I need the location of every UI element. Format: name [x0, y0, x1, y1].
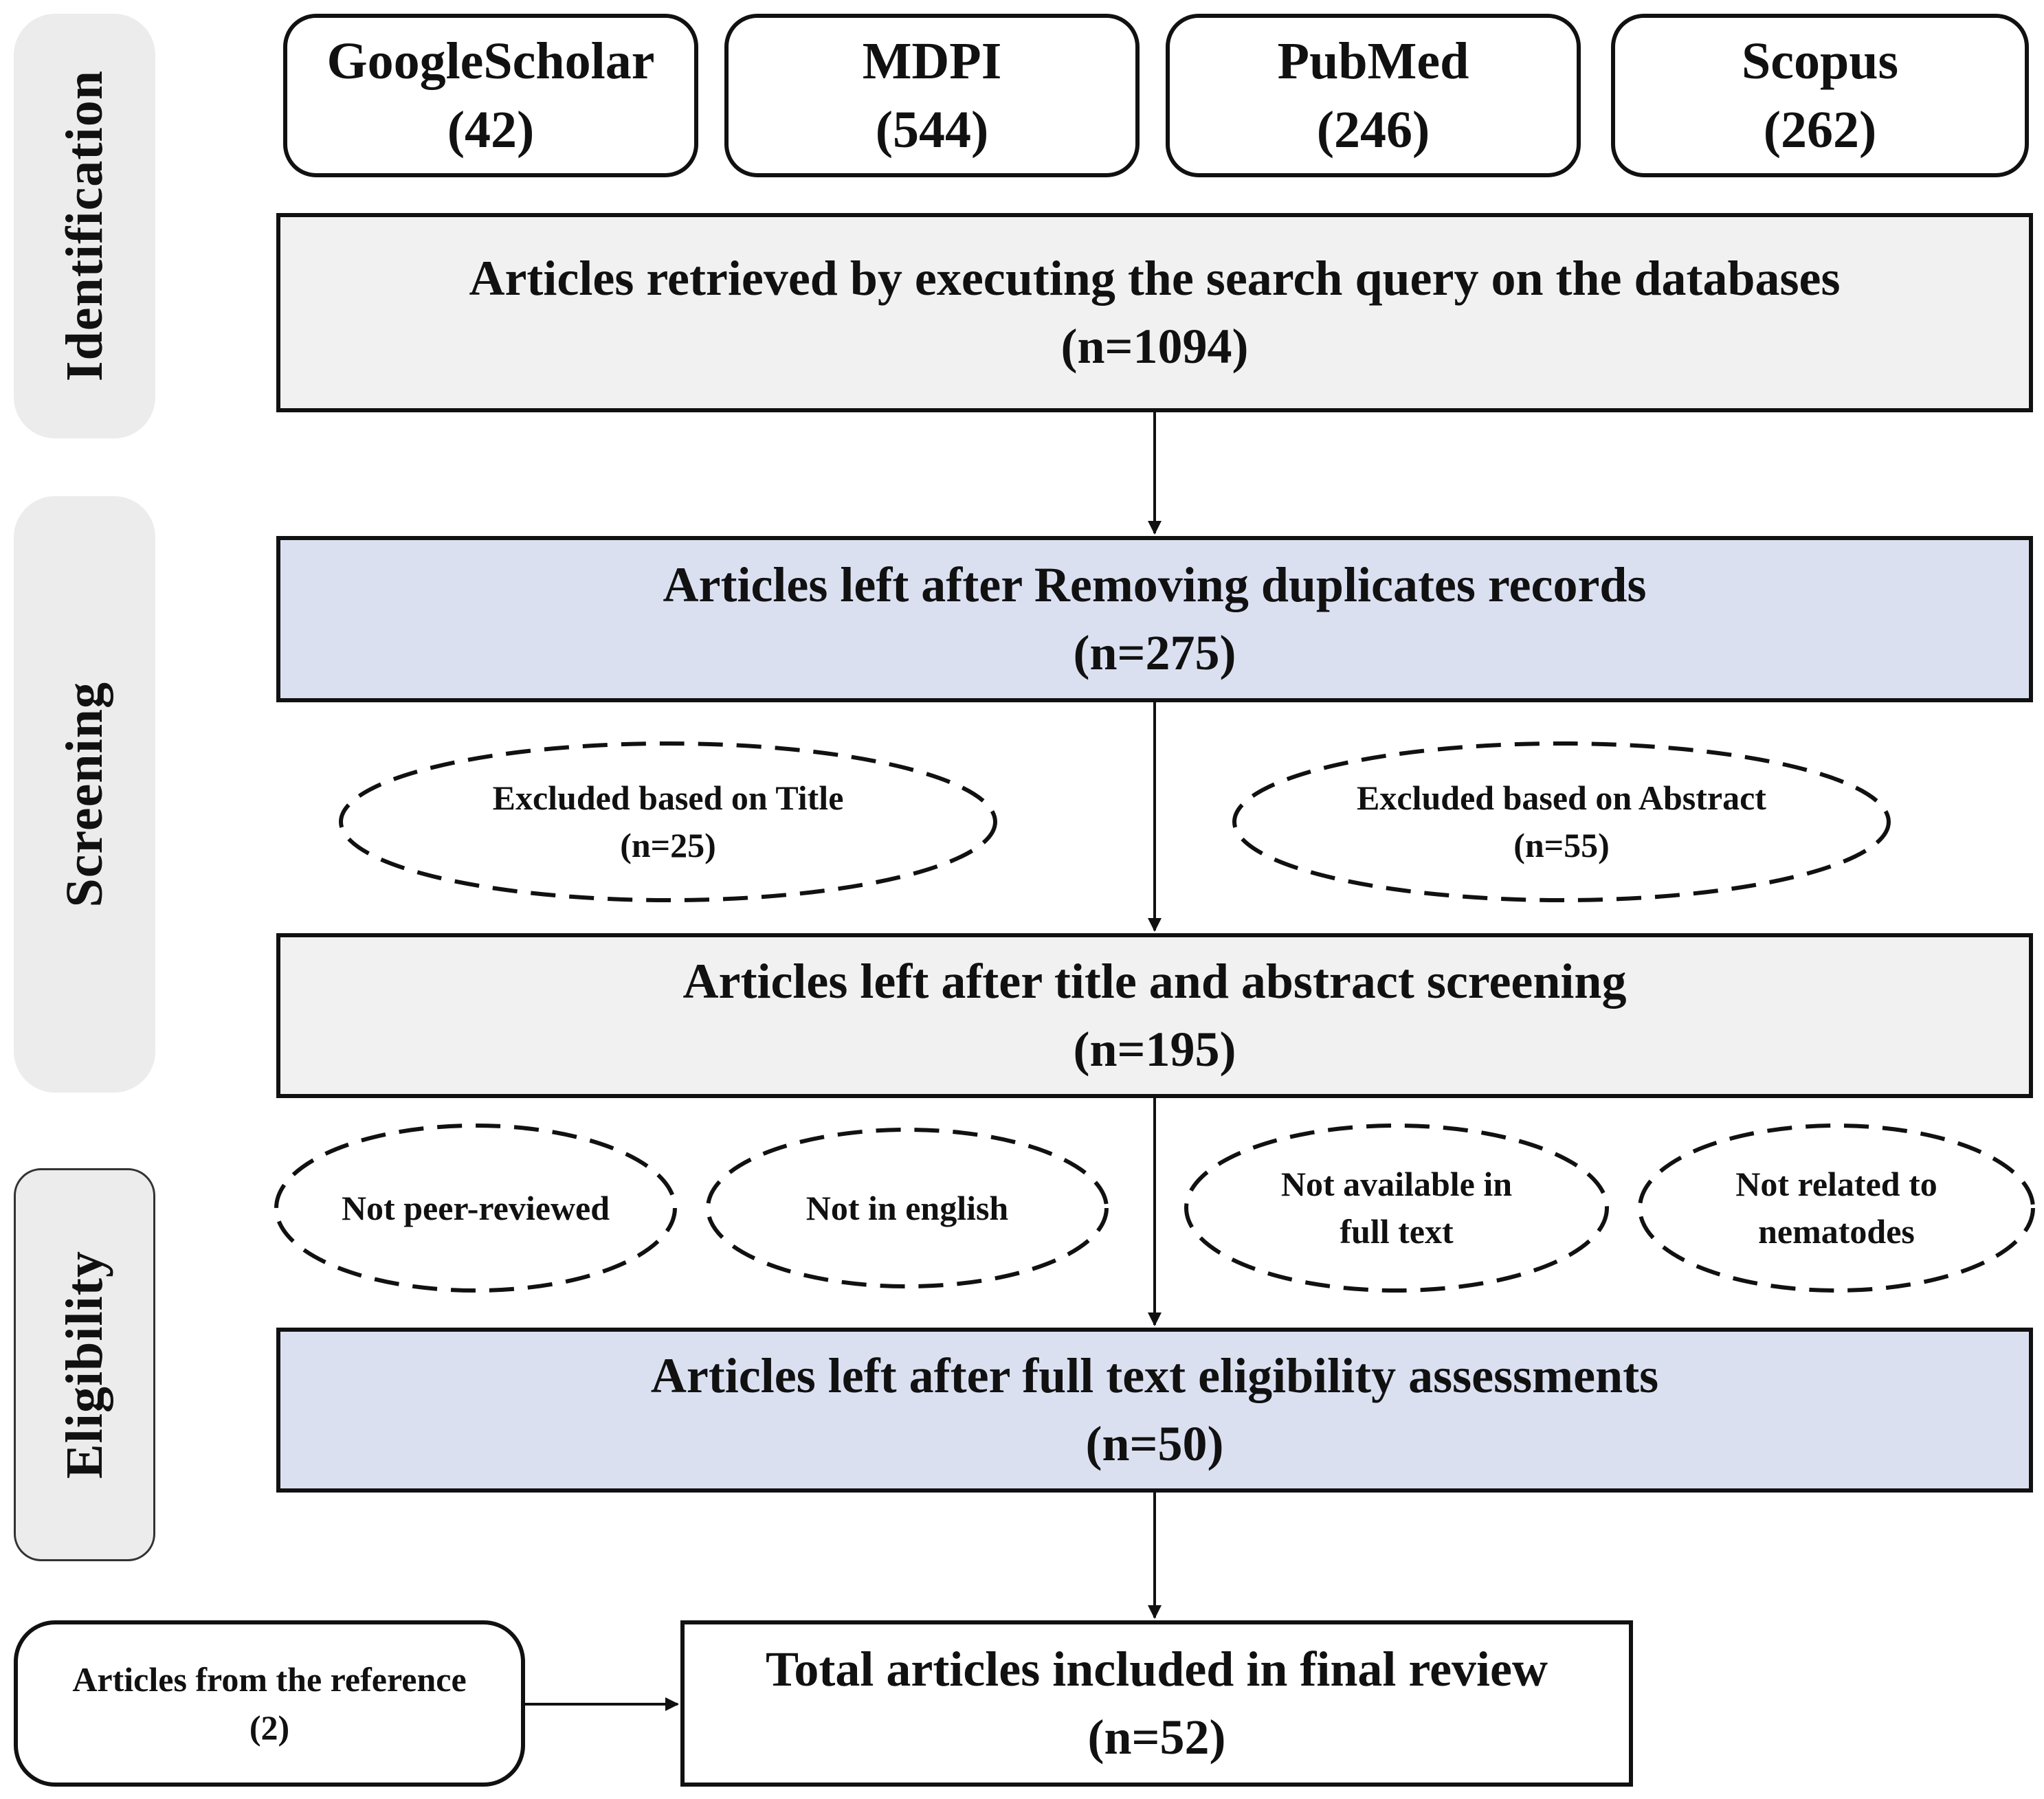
stage-retrieved: Articles retrieved by executing the sear… — [276, 213, 2033, 412]
stage-label: Articles left after full text eligibilit… — [650, 1348, 1659, 1403]
exclusion-line1: Not related to — [1735, 1165, 1937, 1203]
source-count: (246) — [1316, 101, 1430, 159]
source-count: (544) — [875, 101, 989, 159]
stage-count: (n=1094) — [1060, 319, 1249, 374]
exclusion-line1: Not available in — [1280, 1165, 1513, 1203]
exclusion-label: Excluded based on Title — [492, 779, 844, 817]
source-name: GoogleScholar — [326, 32, 655, 90]
reference-source: Articles from the reference (2) — [14, 1620, 525, 1787]
oval-not-available — [1184, 1124, 1609, 1293]
source-count: (262) — [1763, 101, 1877, 159]
exclusion-count: (n=55) — [1513, 826, 1610, 864]
oval-not-related — [1638, 1124, 2035, 1293]
exclusion-count: (n=25) — [620, 826, 716, 864]
oval-not-peer-reviewed — [274, 1124, 677, 1293]
stage-label: Articles left after title and abstract s… — [682, 953, 1627, 1009]
stage-screened: Articles left after title and abstract s… — [276, 933, 2033, 1098]
exclusion-line2: nematodes — [1758, 1212, 1915, 1251]
source-count: (42) — [447, 101, 535, 159]
source-google-scholar: GoogleScholar (42) — [283, 14, 698, 177]
source-mdpi: MDPI (544) — [724, 14, 1140, 177]
exclusion-line1: Not in english — [806, 1188, 1009, 1227]
stage-label: Total articles included in final review — [765, 1641, 1548, 1697]
stage-label: Articles retrieved by executing the sear… — [469, 250, 1841, 306]
exclusion-not-peer-reviewed: Not peer-reviewed — [276, 1126, 675, 1290]
exclusion-line2: full text — [1340, 1212, 1454, 1251]
phase-eligibility: Eligibility — [14, 1168, 155, 1561]
source-name: Scopus — [1741, 32, 1899, 90]
source-name: PubMed — [1277, 32, 1469, 90]
oval-excluded-abstract — [1232, 741, 1891, 902]
stage-count: (n=52) — [1087, 1710, 1226, 1765]
source-scopus: Scopus (262) — [1611, 14, 2029, 177]
stage-count: (n=50) — [1085, 1416, 1224, 1471]
oval-not-in-english — [706, 1128, 1109, 1288]
excluded-abstract: Excluded based on Abstract (n=55) — [1234, 744, 1889, 900]
stage-final: Total articles included in final review … — [680, 1620, 1633, 1787]
exclusion-line1: Not peer-reviewed — [341, 1188, 610, 1227]
stage-count: (n=275) — [1073, 625, 1236, 680]
stage-eligible: Articles left after full text eligibilit… — [276, 1328, 2033, 1493]
excluded-title: Excluded based on Title (n=25) — [341, 744, 995, 900]
exclusion-not-in-english: Not in english — [708, 1130, 1107, 1286]
phase-screening: Screening — [14, 496, 155, 1093]
exclusion-not-related: Not related to nematodes — [1640, 1126, 2033, 1290]
source-name: MDPI — [862, 32, 1002, 90]
exclusion-label: Excluded based on Abstract — [1357, 779, 1766, 817]
reference-label: Articles from the reference — [72, 1660, 467, 1699]
stage-deduplicated: Articles left after Removing duplicates … — [276, 536, 2033, 702]
phase-identification: Identification — [14, 14, 155, 438]
stage-count: (n=195) — [1073, 1022, 1236, 1077]
reference-count: (2) — [249, 1708, 290, 1747]
stage-label: Articles left after Removing duplicates … — [663, 557, 1647, 612]
exclusion-not-available: Not available in full text — [1186, 1126, 1607, 1290]
source-pubmed: PubMed (246) — [1166, 14, 1581, 177]
oval-excluded-title — [339, 741, 997, 902]
